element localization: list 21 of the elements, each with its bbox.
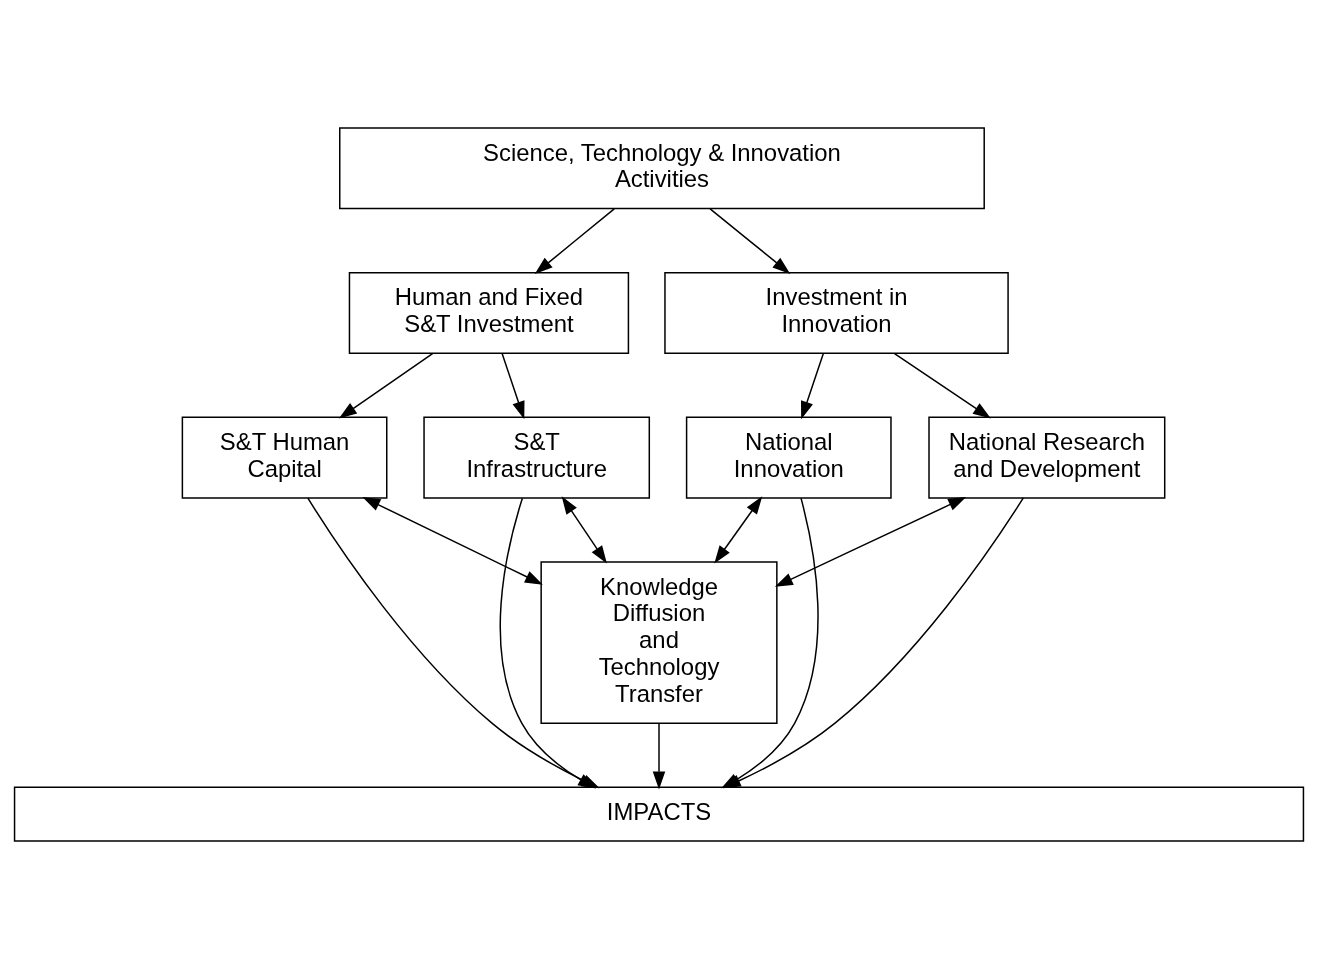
- arrow: [338, 352, 434, 418]
- node-box: Science, Technology & Innovation Activities: [339, 126, 985, 209]
- arrow: [362, 496, 543, 585]
- node-box: Investment in Innovation: [664, 271, 1009, 354]
- node-box: S&T Human Capital: [181, 416, 388, 499]
- arrow: [561, 495, 607, 564]
- node-box: National Innovation: [685, 416, 892, 499]
- node-box: National Research and Development: [928, 416, 1166, 499]
- node-box: IMPACTS: [13, 786, 1305, 842]
- arrow: [652, 722, 666, 789]
- arrow: [499, 496, 597, 788]
- node-box: Human and Fixed S&T Investment: [348, 271, 630, 354]
- arrow: [714, 495, 763, 564]
- arrow: [893, 352, 991, 418]
- arrow: [774, 496, 967, 587]
- arrow: [534, 207, 615, 274]
- arrow: [800, 352, 825, 419]
- arrow: [501, 352, 525, 419]
- node-box: S&T Infrastructure: [423, 416, 651, 499]
- node-box: Knowledge Diffusion and Technology Transfer: [540, 560, 778, 724]
- arrow: [709, 207, 791, 274]
